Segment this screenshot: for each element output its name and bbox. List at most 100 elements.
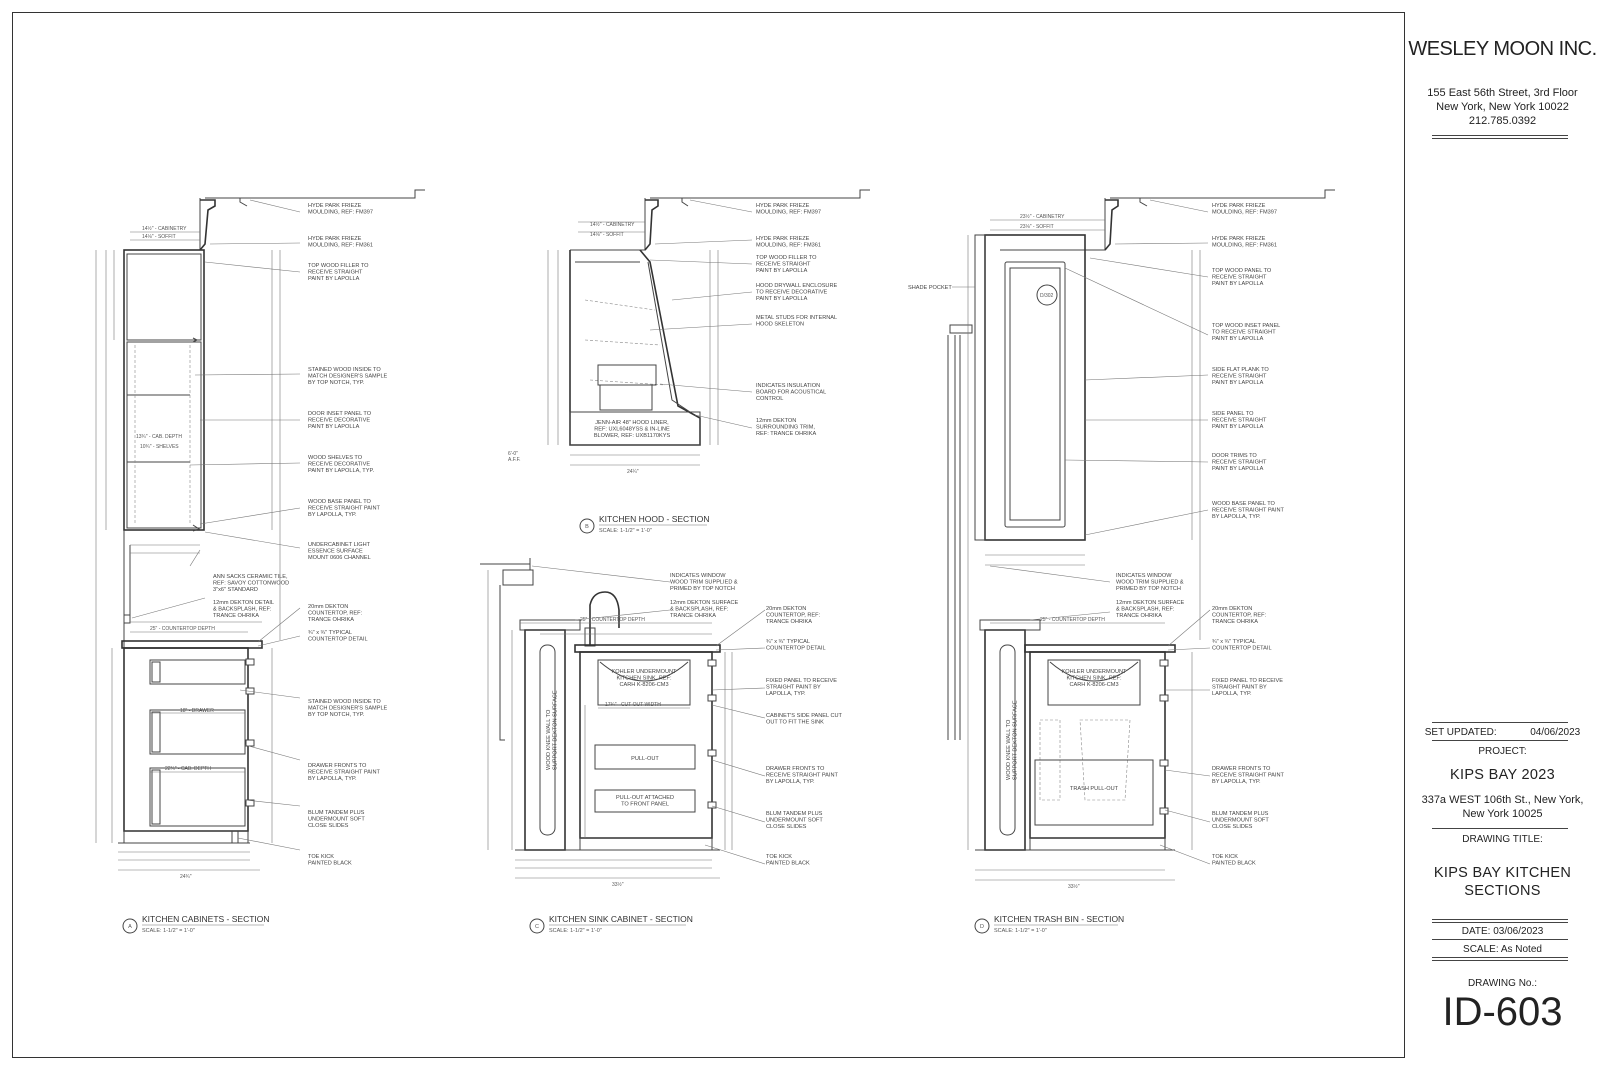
sheet-border bbox=[12, 12, 1405, 1058]
trash-pullout-label: TRASH PULL-OUT bbox=[1070, 786, 1119, 792]
project-name: KIPS BAY 2023 bbox=[1450, 767, 1555, 783]
section-b-scale: SCALE: 1-1/2" = 1'-0" bbox=[599, 528, 652, 534]
divider bbox=[1432, 135, 1568, 139]
section-d-title: D KITCHEN TRASH BIN - SECTION SCALE: 1-1… bbox=[974, 914, 1124, 934]
firm-address-line2: New York, New York 10022 bbox=[1436, 101, 1569, 113]
dim-b-cabinetry: 14½" - CABINETRY bbox=[590, 221, 635, 228]
callout-note: 12mm DEKTON SURFACE& BACKSPLASH, REF:TRA… bbox=[670, 600, 739, 619]
drawing-area: .ln { stroke:#444; stroke-width:1; fill:… bbox=[95, 189, 1335, 934]
section-c-scale: SCALE: 1-1/2" = 1'-0" bbox=[549, 928, 602, 934]
section-c-marker: C bbox=[535, 924, 539, 930]
drawing-title-line2: SECTIONS bbox=[1464, 883, 1541, 899]
project-label: PROJECT: bbox=[1478, 746, 1527, 757]
dim-total-b: 24¼" bbox=[627, 469, 639, 475]
dim-cabinetry: 14½" - CABINETRY bbox=[142, 225, 187, 232]
dim-d-soffit: 23⅛" - SOFFIT bbox=[1020, 224, 1054, 230]
section-d-leaders bbox=[989, 199, 1211, 865]
section-a-scale: SCALE: 1-1/2" = 1'-0" bbox=[142, 928, 195, 934]
firm-address-line1: 155 East 56th Street, 3rd Floor bbox=[1427, 87, 1578, 99]
section-b-kitchen-hood: JENN-AIR 48" HOOD LINER,REF: UXL6048YSS … bbox=[508, 189, 870, 475]
divider bbox=[1432, 939, 1568, 940]
dim-aff: 6'-0"A.F.F. bbox=[508, 451, 521, 463]
section-a-kitchen-cabinets: 14½" - CABINETRY 14⅛" - SOFFIT 13¾" - CA… bbox=[95, 189, 425, 880]
set-updated-label: SET UPDATED: bbox=[1424, 727, 1497, 738]
dim-d-cabinetry: 23½" - CABINETRY bbox=[1020, 213, 1065, 220]
dim-total-c: 33½" bbox=[612, 881, 624, 888]
drawing-number: ID-603 bbox=[1442, 990, 1563, 1034]
hood-liner-note: JENN-AIR 48" HOOD LINER,REF: UXL6048YSS … bbox=[594, 420, 671, 439]
divider bbox=[1432, 919, 1568, 923]
dim-total-a: 24¾" bbox=[180, 874, 192, 880]
dim-cut-out-width: 17¾" - CUT-OUT WIDTH bbox=[605, 702, 661, 708]
title-block: WESLEY MOON INC. 155 East 56th Street, 3… bbox=[1405, 12, 1600, 1058]
pullout-label: PULL-OUT bbox=[631, 756, 659, 762]
section-b-leaders bbox=[649, 199, 753, 429]
dim-countertop-depth: 25" - COUNTERTOP DEPTH bbox=[150, 626, 215, 632]
section-b-title: B KITCHEN HOOD - SECTION SCALE: 1-1/2" =… bbox=[579, 514, 710, 534]
callout-note: 12mm DEKTON SURFACE& BACKSPLASH, REF:TRA… bbox=[1116, 600, 1185, 619]
knee-wall-label-d: WOOD KNEE WALL TOSUPPORT DEKTON SURFACE bbox=[1006, 700, 1018, 780]
drawing-scale: SCALE: As Noted bbox=[1463, 944, 1542, 955]
drawing-title-label: DRAWING TITLE: bbox=[1462, 834, 1543, 845]
divider bbox=[1432, 722, 1568, 723]
section-d-trash-bin: D/302 SHADE POCKET WOOD KNEE WALL TOSUPP… bbox=[908, 189, 1335, 890]
drawing-date: DATE: 03/06/2023 bbox=[1461, 926, 1544, 937]
dim-d-countertop-depth: 25" - COUNTERTOP DEPTH bbox=[1040, 617, 1105, 623]
dim-b-soffit: 14⅛" - SOFFIT bbox=[590, 232, 624, 238]
drawing-no-label: DRAWING No.: bbox=[1467, 978, 1538, 989]
divider bbox=[1432, 740, 1568, 741]
set-updated-value: 04/06/2023 bbox=[1530, 727, 1581, 738]
divider bbox=[1432, 828, 1568, 829]
dim-shelves: 10¾" - SHELVES bbox=[140, 444, 179, 450]
project-address-line1: 337a WEST 106th St., New York, bbox=[1421, 794, 1584, 806]
callout-note: 12mm DEKTON DETAIL& BACKSPLASH, REF:TRAN… bbox=[213, 600, 274, 619]
section-c-title-text: KITCHEN SINK CABINET - SECTION bbox=[549, 914, 693, 924]
section-c-leaders bbox=[531, 565, 766, 865]
firm-name: WESLEY MOON INC. bbox=[1408, 38, 1597, 60]
dim-total-d: 33½" bbox=[1068, 883, 1080, 890]
shade-pocket-label: SHADE POCKET bbox=[908, 285, 952, 291]
section-d-title-text: KITCHEN TRASH BIN - SECTION bbox=[994, 914, 1124, 924]
section-a-center-notes: ANN SACKS CERAMIC TILE,REF: SAVOY COTTON… bbox=[213, 574, 289, 619]
